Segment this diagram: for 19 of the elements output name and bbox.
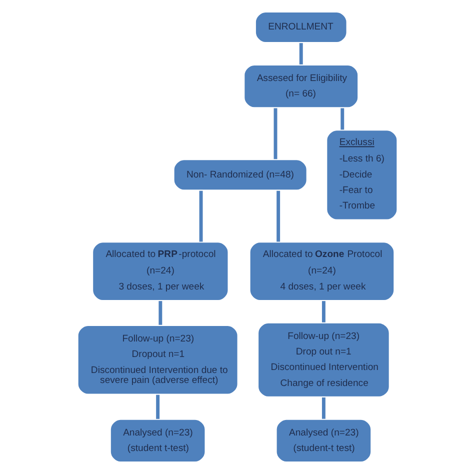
node-box: Allocated to Ozone Protocol (n=24) 4 doses, 1 per week — [248, 240, 395, 302]
connector — [340, 108, 344, 130]
node-box: Non- Randomized (n=48) — [172, 158, 308, 192]
connector — [321, 397, 325, 419]
connector — [198, 190, 202, 242]
node-box: Exclussi -Less th 6) -Decide -Fear to -Trombe — [324, 128, 398, 221]
connector — [273, 108, 277, 160]
node-box: Analysed (n=23) (student-t test) — [274, 418, 372, 464]
node-box: Allocated to PRP-protocol (n=24) 3 doses, 1 per week — [90, 240, 229, 302]
connector — [156, 394, 160, 419]
connector — [321, 301, 325, 322]
connector — [298, 43, 302, 64]
node-box: Follow-up (n=23) Drop out n=1 Discontinued Intervention Change of residence — [256, 322, 390, 398]
node-box: Assesed for Eligibility (n= 66) — [242, 64, 359, 109]
node-box: ENROLLMENT — [254, 10, 348, 44]
connector — [158, 301, 162, 325]
node-box: Follow-up (n=23) Dropout n=1 Discontinued Intervention due to severe pain (adverse effect) — [76, 324, 239, 396]
node-box: Analysed (n=23) (student t-test) — [108, 418, 206, 464]
connector — [276, 190, 280, 242]
